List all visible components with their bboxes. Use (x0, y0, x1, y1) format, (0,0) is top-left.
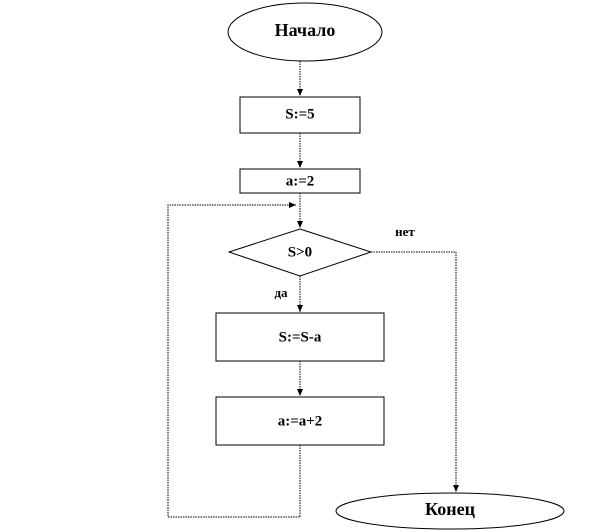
yes-label: да (274, 285, 288, 300)
a-init-process (239, 168, 361, 194)
s-init-label: S:=5 (285, 106, 314, 122)
loop-back-arrow (167, 202, 301, 518)
arrow-no-branch (371, 251, 459, 492)
condition-label: S>0 (288, 244, 312, 260)
s-update-label: S:=S-a (279, 329, 322, 345)
end-label: Конец (425, 499, 476, 519)
s-init-process (239, 96, 361, 134)
start-terminator (227, 2, 383, 62)
condition-decision (227, 228, 373, 277)
a-update-process (215, 396, 385, 446)
a-update-label: a:=a+2 (278, 413, 323, 429)
a-init-label: a:=2 (286, 173, 315, 189)
no-label: нет (395, 224, 415, 239)
s-update-process (215, 312, 385, 362)
end-terminator (335, 492, 565, 530)
start-label: Начало (275, 20, 336, 40)
